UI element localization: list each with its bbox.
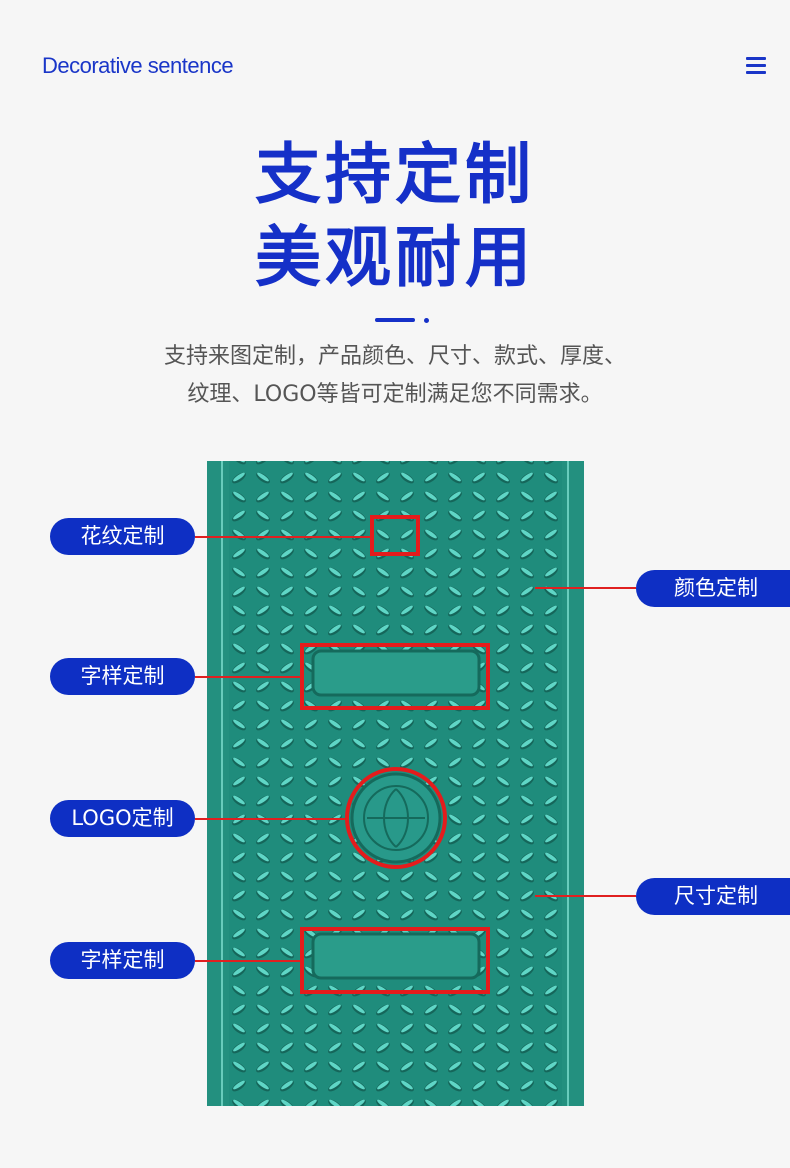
- lettering-highlight-box-1: [300, 643, 490, 710]
- callout-lettering-2: 字样定制: [50, 942, 195, 979]
- callout-line: [535, 587, 636, 589]
- callout-line: [195, 818, 345, 820]
- description-line1: 支持来图定制，产品颜色、尺寸、款式、厚度、: [163, 344, 626, 369]
- divider-dot: [424, 318, 429, 323]
- description-line2: 纹理、LOGO等皆可定制满足您不同需求。: [187, 382, 603, 407]
- header-title: Decorative sentence: [42, 53, 234, 78]
- headline-line2: 美观耐用: [255, 219, 535, 296]
- callout-line: [195, 536, 370, 538]
- callout-pattern: 花纹定制: [50, 518, 195, 555]
- lettering-highlight-box-2: [300, 927, 490, 994]
- logo-highlight-circle: [345, 767, 447, 869]
- headline-line1: 支持定制: [255, 136, 535, 213]
- callout-color: 颜色定制: [636, 570, 790, 607]
- callout-logo: LOGO定制: [50, 800, 195, 837]
- callout-size: 尺寸定制: [636, 878, 790, 915]
- callout-line: [535, 895, 636, 897]
- callout-lettering-1: 字样定制: [50, 658, 195, 695]
- pattern-highlight-box: [370, 515, 420, 556]
- callout-line: [195, 676, 300, 678]
- hamburger-icon[interactable]: [746, 57, 766, 74]
- divider-dash: [375, 318, 415, 322]
- callout-line: [195, 960, 300, 962]
